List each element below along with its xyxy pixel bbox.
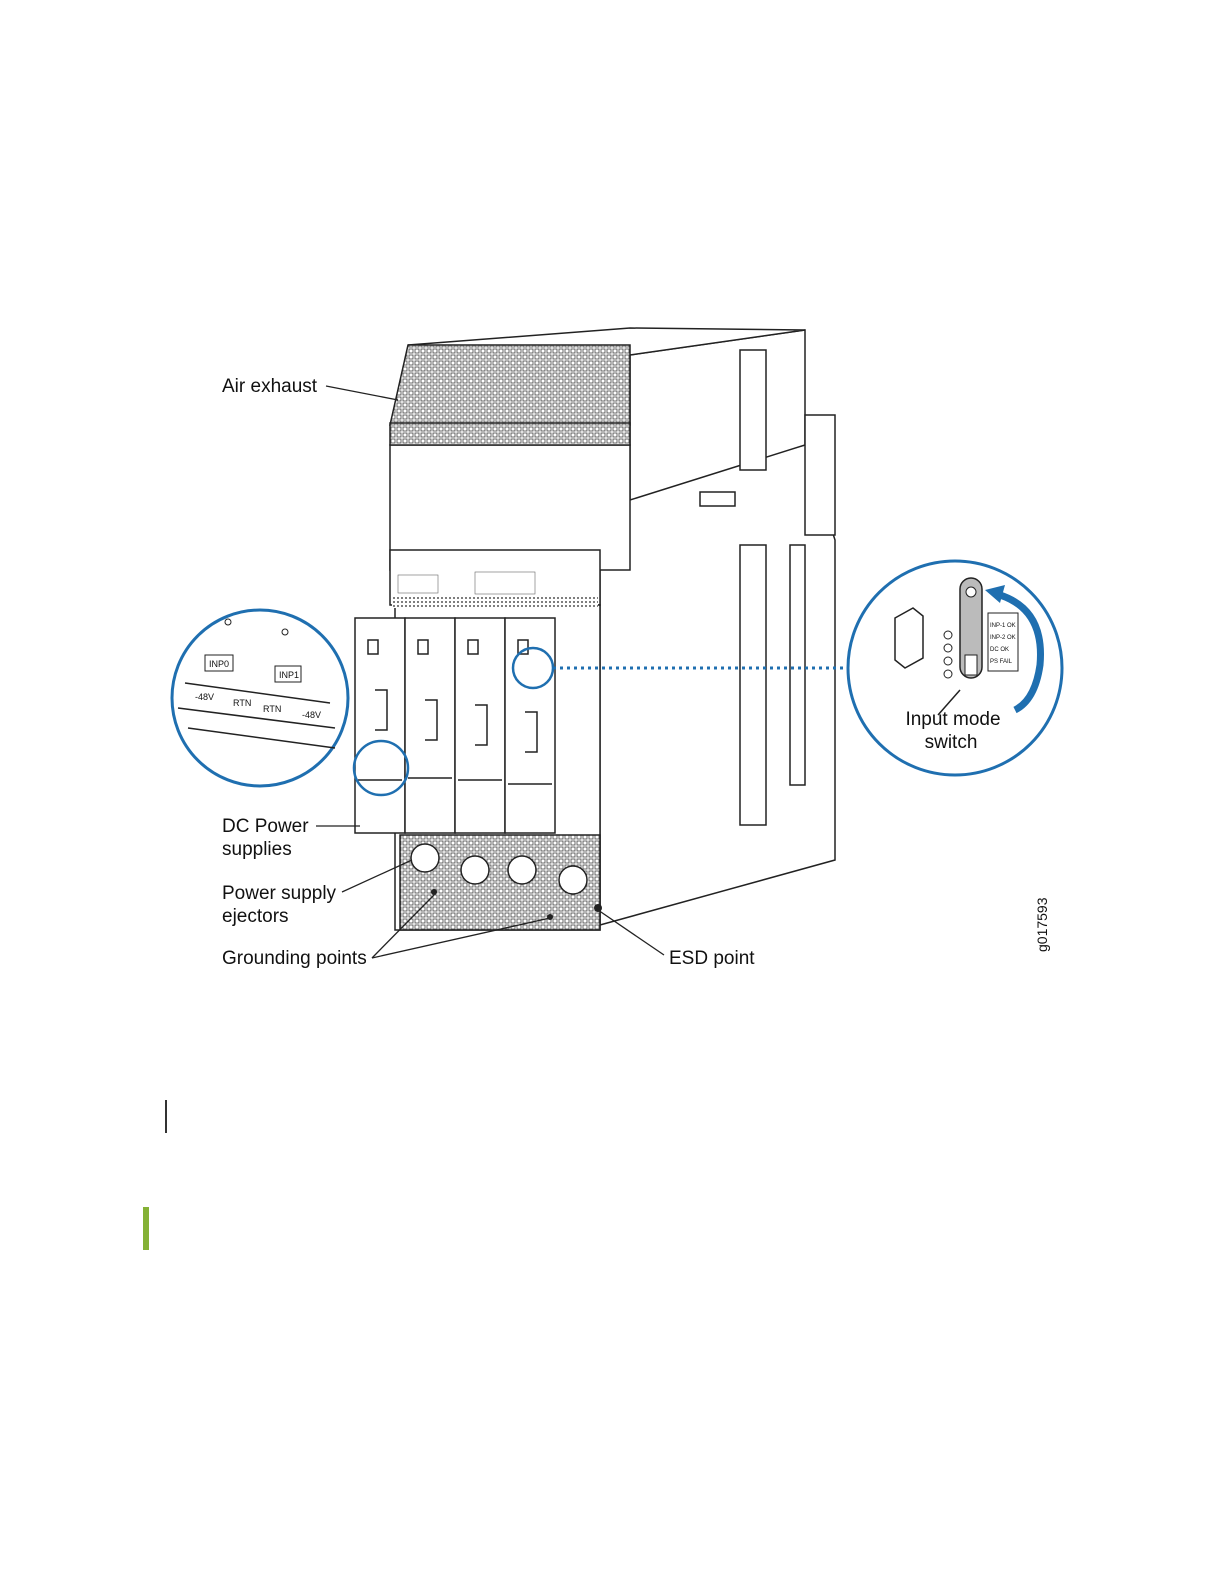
led-label-4: PS FAIL [990,659,1013,665]
dc-power-label-line1: DC Power [222,816,309,837]
input-mode-switch-callout: INP-1 OK INP-2 OK DC OK PS FAIL Input mo… [848,561,1062,775]
dc-power-label-line2: supplies [222,839,292,860]
figure-id-label: g017593 [1034,897,1050,952]
input-mode-label-line1: Input mode [905,709,1000,730]
ejector-1 [411,844,439,872]
ejectors-label-line2: ejectors [222,906,289,927]
esd-point-label: ESD point [669,948,755,969]
led-label-3: DC OK [990,647,1009,653]
terminal-label-1: -48V [195,692,214,702]
note-indicator-bar [143,1207,149,1250]
grounding-point-1 [431,889,437,895]
air-exhaust-label: Air exhaust [222,376,318,397]
led-label-2: INP-2 OK [990,635,1016,641]
inp1-label: INP1 [279,670,299,680]
terminal-detail-callout: INP0 INP1 -48V RTN RTN -48V [172,610,348,786]
ejector-3 [508,856,536,884]
air-exhaust-grille [390,345,630,425]
terminal-label-3: RTN [263,704,281,714]
inp0-label: INP0 [209,659,229,669]
esd-point [594,904,602,912]
input-mode-label-line2: switch [925,732,978,753]
ejector-4 [559,866,587,894]
bottom-ejector-area [400,835,602,930]
terminal-label-4: -48V [302,710,321,720]
led-label-1: INP-1 OK [990,623,1016,629]
change-bar [165,1100,167,1133]
power-supply-3 [455,618,505,833]
grounding-points-label: Grounding points [222,948,367,969]
air-exhaust-grille-lower [390,423,630,445]
power-supply-4 [505,618,555,833]
power-supply-2 [405,618,455,833]
ejector-2 [461,856,489,884]
power-supply-1 [355,618,405,833]
terminal-label-2: RTN [233,698,251,708]
ejectors-label-line1: Power supply [222,883,337,904]
